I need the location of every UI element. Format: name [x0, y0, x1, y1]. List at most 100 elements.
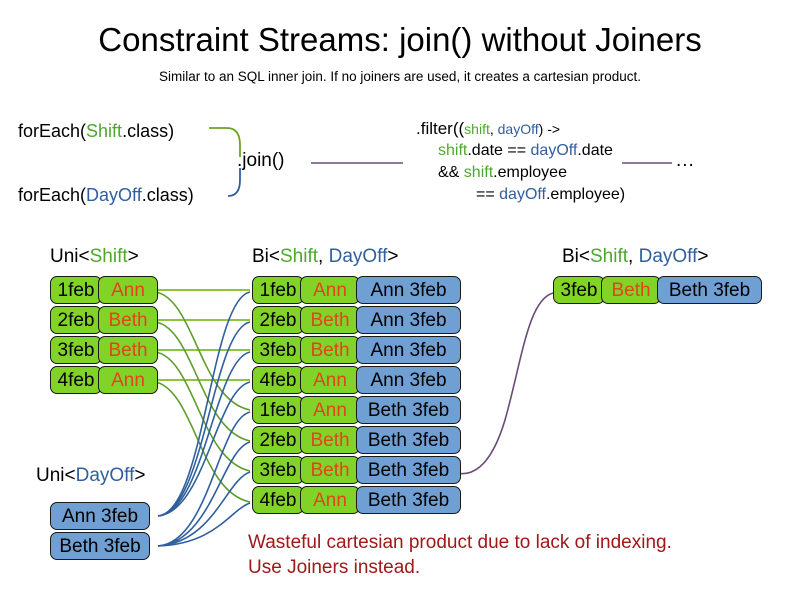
cartesian-employee: Beth	[300, 456, 360, 484]
filter-l2-shift: shift	[438, 142, 468, 159]
cartesian-employee: Ann	[300, 366, 360, 394]
cartesian-date: 1feb	[252, 396, 304, 424]
cartesian-employee: Beth	[300, 336, 360, 364]
cartesian-date: 2feb	[252, 426, 304, 454]
shift-date: 2feb	[50, 306, 102, 334]
filter-l2-end: .date	[577, 142, 613, 159]
filter-l1-suffix: ) ->	[538, 121, 561, 137]
cartesian-dayoff: Beth 3feb	[356, 426, 461, 454]
result-date: 3feb	[553, 276, 605, 304]
uni-dayoff-type: DayOff	[75, 465, 135, 486]
cartesian-employee: Beth	[300, 306, 360, 334]
cartesian-dayoff: Beth 3feb	[356, 486, 461, 514]
page-subtitle: Similar to an SQL inner join. If no join…	[159, 69, 641, 84]
cartesian-employee: Ann	[300, 396, 360, 424]
filter-l3-end: .employee	[493, 164, 567, 181]
foreach-dayoff-suffix: .class)	[141, 185, 194, 205]
uni-shift-prefix: Uni<	[50, 246, 90, 267]
filter-l3-shift: shift	[463, 164, 494, 181]
warning-message: Wasteful cartesian product due to lack o…	[248, 530, 672, 580]
shift-employee: Ann	[98, 276, 158, 304]
warning-line-1: Wasteful cartesian product due to lack o…	[248, 532, 672, 553]
filter-line-4: == dayOff.employee)	[416, 184, 625, 206]
shift-date: 1feb	[50, 276, 102, 304]
code-join-call: .join()	[237, 150, 285, 171]
cartesian-date: 3feb	[252, 336, 304, 364]
cartesian-dayoff: Beth 3feb	[356, 456, 461, 484]
cartesian-date: 2feb	[252, 306, 304, 334]
filter-line-1: .filter((shift, dayOff) ->	[416, 118, 625, 140]
filter-l2-mid: .date ==	[467, 142, 531, 159]
filter-l4-end: .employee)	[545, 186, 626, 203]
cartesian-date: 3feb	[252, 456, 304, 484]
shift-employee: Beth	[98, 336, 158, 364]
cartesian-employee: Beth	[300, 426, 360, 454]
uni-dayoff-prefix: Uni<	[36, 465, 76, 486]
cartesian-dayoff: Ann 3feb	[356, 336, 461, 364]
dayoff-card[interactable]: Beth 3feb	[50, 532, 150, 560]
page-title: Constraint Streams: join() without Joine…	[98, 21, 702, 58]
cartesian-dayoff: Beth 3feb	[356, 396, 461, 424]
dayoff-label: Ann 3feb	[50, 502, 150, 530]
shift-date: 4feb	[50, 366, 102, 394]
cartesian-dayoff: Ann 3feb	[356, 276, 461, 304]
filter-l1-comma: ,	[489, 121, 498, 137]
shift-employee: Beth	[98, 306, 158, 334]
bi-right-comma: ,	[628, 246, 639, 267]
filter-l1-dayoff-param: dayOff	[497, 121, 539, 137]
uni-dayoff-suffix: >	[134, 465, 146, 486]
foreach-shift-type: Shift	[86, 121, 123, 141]
filter-line-2: shift.date == dayOff.date	[416, 140, 625, 162]
label-uni-shift: Uni<Shift>	[50, 246, 139, 268]
dayoff-card[interactable]: Ann 3feb	[50, 502, 150, 530]
code-foreach-shift: forEach(Shift.class)	[18, 120, 174, 142]
bi-mid-suffix: >	[387, 246, 399, 267]
bi-mid-type-b: DayOff	[328, 246, 388, 267]
label-uni-dayoff: Uni<DayOff>	[36, 465, 146, 487]
code-foreach-dayoff: forEach(DayOff.class)	[18, 184, 194, 206]
cartesian-employee: Ann	[300, 486, 360, 514]
filter-l4-eq: ==	[476, 186, 500, 203]
foreach-dayoff-type: DayOff	[86, 185, 142, 205]
bi-right-prefix: Bi<	[562, 246, 590, 267]
label-bi-cartesian: Bi<Shift, DayOff>	[252, 246, 398, 268]
bi-mid-prefix: Bi<	[252, 246, 280, 267]
bi-right-type-a: Shift	[590, 246, 629, 267]
uni-shift-type: Shift	[89, 246, 128, 267]
foreach-shift-prefix: forEach(	[18, 121, 87, 141]
cartesian-dayoff: Ann 3feb	[356, 306, 461, 334]
filter-line-3: && shift.employee	[416, 162, 625, 184]
cartesian-date: 4feb	[252, 486, 304, 514]
foreach-shift-suffix: .class)	[122, 121, 175, 141]
filter-l1-shift-param: shift	[464, 121, 490, 137]
ellipsis-label: ...	[676, 150, 695, 171]
filter-l2-dayoff: dayOff	[530, 142, 578, 159]
code-filter-expression: .filter((shift, dayOff) -> shift.date ==…	[416, 118, 625, 206]
shift-employee: Ann	[98, 366, 158, 394]
filter-l4-dayoff: dayOff	[499, 186, 546, 203]
filter-l1-prefix: .filter((	[416, 119, 465, 138]
cartesian-date: 4feb	[252, 366, 304, 394]
label-bi-result: Bi<Shift, DayOff>	[562, 246, 708, 268]
result-employee: Beth	[601, 276, 661, 304]
bi-right-suffix: >	[697, 246, 709, 267]
bi-mid-comma: ,	[318, 246, 329, 267]
warning-line-2: Use Joiners instead.	[248, 557, 421, 578]
filter-l3-and: &&	[438, 164, 464, 181]
shift-date: 3feb	[50, 336, 102, 364]
cartesian-dayoff: Ann 3feb	[356, 366, 461, 394]
bi-mid-type-a: Shift	[280, 246, 319, 267]
